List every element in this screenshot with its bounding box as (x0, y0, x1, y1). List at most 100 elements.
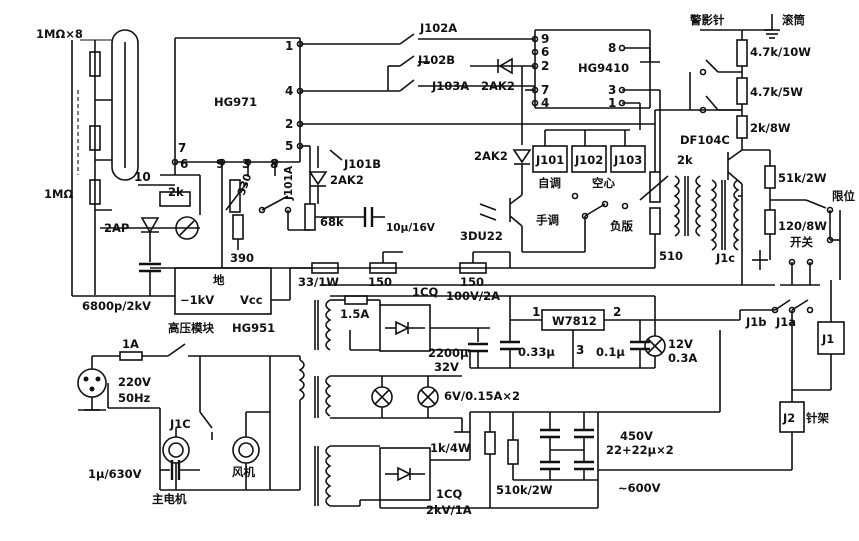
relay-j101 (532, 145, 568, 173)
label-j103: J103 (613, 153, 642, 167)
label-di: 地 (213, 273, 225, 287)
fuse-1.5a (344, 295, 368, 305)
label-390: 390 (230, 251, 254, 265)
hv-module-hg951: 地 −1kV Vcc 高压模块 HG951 (168, 267, 291, 335)
relay-j102 (571, 145, 607, 173)
label-150-a: 150 (368, 275, 392, 289)
label-6800p: 6800p/2kV (82, 299, 151, 313)
hpin-2: 2 (541, 59, 549, 73)
label-fuban: 负版 (610, 219, 633, 233)
label-450v: 450V (620, 429, 653, 443)
label-w7812: W7812 (552, 314, 597, 328)
label-j2: J2 (782, 411, 795, 425)
hpin-7: 7 (541, 83, 549, 97)
current-meter (175, 216, 199, 240)
label-minus-1kv: −1kV (180, 293, 214, 307)
label-1m: 1MΩ (44, 187, 73, 201)
label-6v-lamps: 6V/0.15A×2 (444, 389, 520, 403)
series-resistors: 33/1W 150 150 (290, 251, 511, 289)
label-zidiao: 自调 (538, 176, 561, 190)
pin-2: 2 (285, 117, 293, 131)
pin-10: 10 (134, 170, 151, 184)
wpin-3: 3 (576, 343, 584, 357)
label-2ak2-mid: 2AK2 (330, 173, 364, 187)
label-hg951: HG951 (232, 321, 275, 335)
diode-2ap (140, 217, 160, 234)
pot-330 (229, 179, 241, 213)
hv-module-box (174, 267, 272, 315)
label-jingyingzhen: 警影针 (689, 13, 725, 27)
resistor-51k (764, 165, 776, 189)
label-10u: 10μ/16V (386, 222, 436, 234)
resistor-120-8w (764, 209, 776, 235)
relay-j103 (610, 145, 646, 173)
label-68k: 68k (320, 215, 344, 229)
pin-6: 6 (180, 157, 188, 171)
label-2200u: 2200μ (428, 346, 469, 360)
wpin-1: 1 (532, 305, 540, 319)
label-df104c: DF104C (680, 133, 730, 147)
label-guntong: 滚筒 (782, 13, 805, 27)
label-j101: J101 (535, 153, 564, 167)
resistor-1m-x8-top (89, 51, 101, 77)
label-2k-pot: 2k (168, 185, 184, 199)
label-shoudiao: 手调 (536, 213, 559, 227)
label-j1c-low: J1C (169, 417, 191, 431)
label-hg971: HG971 (214, 95, 257, 109)
resistor-510 (649, 207, 661, 235)
ac-input-section: 1A 220V 50Hz J1C 1μ (77, 337, 305, 506)
label-j1: J1 (821, 332, 834, 346)
label-51k: 51k/2W (778, 171, 827, 185)
label-2ak2-left: 2AK2 (474, 149, 508, 163)
label-1k-4w: 1k/4W (430, 441, 471, 455)
label-510: 510 (659, 249, 683, 263)
wpin-2: 2 (613, 305, 621, 319)
label-2ap: 2AP (104, 221, 129, 235)
label-120-8w: 120/8W (778, 219, 827, 233)
resistor-390 (232, 214, 244, 240)
12v-supply-section: 1.5A 1CQ 100V/2A 2200μ 32V 0.33μ W7812 1 (314, 284, 775, 374)
pin-5: 5 (285, 139, 293, 153)
label-0.3a: 0.3A (668, 351, 697, 365)
resistor-33-1w (311, 262, 339, 274)
label-j102b: J102B (417, 53, 455, 67)
label-32v: 32V (434, 360, 459, 374)
label-j102: J102 (574, 153, 603, 167)
label-4.7k-10w: 4.7k/10W (750, 45, 811, 59)
label-j1a: J1a (775, 315, 796, 329)
label-50hz: 50Hz (118, 391, 151, 405)
bridge-rectifier-bottom (379, 447, 431, 501)
label-main-motor: 主电机 (152, 492, 187, 506)
label-1cq-top: 1CQ (412, 285, 438, 299)
hg9410-section: HG9410 9 6 2 7 4 8 3 1 J102A J102B 2AK2 (300, 21, 702, 269)
label-j102a: J102A (419, 21, 457, 35)
diode-2ak2-top (498, 57, 513, 75)
pot-68k (304, 203, 316, 231)
lamp-and-hv-dc-section: 6V/0.15A×2 1CQ 2kV/1A 1k/4W 510k/2W (314, 375, 674, 517)
label-510k: 510k/2W (496, 483, 553, 497)
label-2kv-1a: 2kV/1A (426, 503, 472, 517)
fuse-1a (119, 351, 143, 361)
fan-motor (232, 436, 260, 464)
label-vcc: Vcc (240, 293, 263, 307)
label-2k-right: 2k (677, 153, 693, 167)
label-1a: 1A (122, 337, 139, 351)
label-j1c-right: J1c (715, 251, 735, 265)
label-100v-2a: 100V/2A (446, 289, 500, 303)
label-1u-630v: 1μ/630V (88, 467, 142, 481)
right-output-section: 警影针 滚筒 4.7k/10W 4.7k/5W 2k/8W DF104C (598, 13, 855, 471)
hpin-6: 6 (541, 45, 549, 59)
pin-1: 1 (285, 39, 293, 53)
hpin-3: 3 (608, 83, 616, 97)
pin-4: 4 (285, 84, 293, 98)
label-1cq-bottom: 1CQ (436, 487, 462, 501)
label-j101a: J101A (283, 165, 295, 201)
resistor-1m-x8-mid (89, 125, 101, 151)
hpin-8: 8 (608, 41, 616, 55)
label-0.33u: 0.33μ (518, 345, 555, 359)
diode-2ak2-left (512, 149, 532, 164)
hpin-4: 4 (541, 96, 549, 110)
resistor-2k-8w (736, 115, 748, 139)
label-hv-module: 高压模块 (168, 321, 214, 335)
